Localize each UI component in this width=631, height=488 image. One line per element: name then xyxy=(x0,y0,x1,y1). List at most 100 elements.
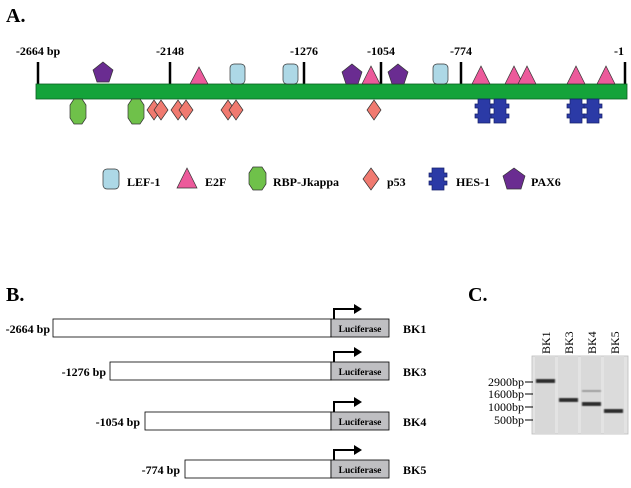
legend-label-rbp-jkappa: RBP-Jkappa xyxy=(273,175,339,189)
e2f-site xyxy=(566,65,586,85)
hes1-site xyxy=(474,98,494,124)
gel-image xyxy=(531,355,629,435)
marker-label-4: 500bp xyxy=(494,413,524,427)
marker-label-1: 2900bp xyxy=(488,375,524,389)
p53-site xyxy=(153,99,169,121)
hes1-sites xyxy=(474,98,603,124)
lef1-legend-icon xyxy=(102,168,120,190)
luciferase-box xyxy=(330,459,390,479)
position-ticks xyxy=(36,62,627,86)
gel-band-bk4 xyxy=(582,402,601,406)
promoter-segment xyxy=(109,361,332,381)
p53-site xyxy=(178,99,194,121)
e2f-site xyxy=(189,66,209,85)
pos-label-1: -2664 bp xyxy=(16,44,61,58)
lef1-site xyxy=(432,63,449,85)
construct-start-bk3: -1276 bp xyxy=(62,365,107,379)
e2f-site xyxy=(517,65,537,85)
rbp-jkappa-legend-icon xyxy=(248,166,267,191)
arrowhead-icon xyxy=(354,304,362,314)
upper-sites xyxy=(92,61,616,85)
luciferase-label: Luciferase xyxy=(339,418,382,428)
transcription-arrow-icon xyxy=(333,401,355,412)
luciferase-box xyxy=(330,411,390,431)
legend-label-hes1: HES-1 xyxy=(456,175,490,189)
hes1-site xyxy=(490,98,510,124)
pos-label-6: -1 xyxy=(614,44,624,58)
hes1-site xyxy=(566,98,586,124)
pos-label-5: -774 xyxy=(450,44,472,58)
construct-name-bk3: BK3 xyxy=(403,365,426,379)
luciferase-box xyxy=(330,361,390,381)
legend-label-p53: p53 xyxy=(387,175,406,189)
lef1-site xyxy=(229,63,246,85)
luciferase-label: Luciferase xyxy=(339,466,382,476)
construct-bk1: -2664 bp Luciferase BK1 xyxy=(6,304,426,338)
panel-c-label: C. xyxy=(468,284,487,306)
gel-band-faint xyxy=(582,390,601,392)
rbp-jkappa-site xyxy=(127,98,145,125)
construct-name-bk1: BK1 xyxy=(403,322,426,336)
lef1-site xyxy=(282,63,299,85)
lane-label-bk4: BK4 xyxy=(585,331,599,354)
p53-legend-icon xyxy=(362,167,380,191)
pax6-site xyxy=(387,63,409,85)
pax6-legend-icon xyxy=(502,167,526,190)
pax6-site xyxy=(92,61,114,83)
pax6-site xyxy=(341,63,363,85)
lane-label-bk3: BK3 xyxy=(562,331,576,354)
e2f-site xyxy=(361,65,381,85)
construct-bk5: -774 bp Luciferase BK5 xyxy=(142,445,426,479)
e2f-site xyxy=(471,65,491,85)
e2f-site xyxy=(504,65,524,85)
marker-label-2: 1600bp xyxy=(488,387,524,401)
legend-label-e2f: E2F xyxy=(205,175,226,189)
pos-label-3: -1276 xyxy=(290,44,318,58)
luciferase-label: Luciferase xyxy=(339,368,382,378)
arrowhead-icon xyxy=(354,397,362,407)
promoter-segment xyxy=(144,411,332,431)
pos-label-4: -1054 xyxy=(367,44,395,58)
legend: LEF-1 E2F RBP-Jkappa p53 HES-1 PAX6 xyxy=(102,166,561,191)
lane-shade xyxy=(535,356,555,434)
construct-start-bk5: -774 bp xyxy=(142,463,181,477)
luciferase-label: Luciferase xyxy=(339,325,382,335)
lane-shade xyxy=(558,356,578,434)
lower-sites xyxy=(69,98,382,125)
hes1-site xyxy=(583,98,603,124)
panel-a-label: A. xyxy=(6,5,25,27)
construct-name-bk5: BK5 xyxy=(403,463,426,477)
transcription-arrow-icon xyxy=(333,351,355,362)
lane-shade xyxy=(604,356,624,434)
promoter-bar xyxy=(35,83,628,100)
construct-start-bk1: -2664 bp xyxy=(6,322,51,336)
position-labels: -2664 bp -2148 -1276 -1054 -774 -1 xyxy=(16,44,624,58)
transcription-arrow-icon xyxy=(333,308,355,319)
gel-band-bk5 xyxy=(604,409,623,413)
lane-shade xyxy=(581,356,601,434)
marker-label-3: 1000bp xyxy=(488,400,524,414)
legend-label-lef1: LEF-1 xyxy=(127,175,160,189)
p53-site xyxy=(228,99,244,121)
rbp-jkappa-site xyxy=(69,98,87,125)
e2f-legend-icon xyxy=(176,167,198,189)
arrowhead-icon xyxy=(354,347,362,357)
arrowhead-icon xyxy=(354,445,362,455)
marker-ticks xyxy=(525,381,533,421)
transcription-arrow-icon xyxy=(333,449,355,460)
construct-bk3: -1276 bp Luciferase BK3 xyxy=(62,347,426,381)
pos-label-2: -2148 xyxy=(156,44,184,58)
luciferase-box xyxy=(330,318,390,338)
lane-labels: BK1 BK3 BK4 BK5 xyxy=(539,331,622,354)
e2f-site xyxy=(596,65,616,85)
p53-site xyxy=(366,99,382,121)
marker-labels: 2900bp 1600bp 1000bp 500bp xyxy=(488,375,524,427)
promoter-segment xyxy=(52,318,332,338)
panel-b-label: B. xyxy=(6,284,24,306)
promoter-segment xyxy=(184,459,332,479)
construct-name-bk4: BK4 xyxy=(403,415,426,429)
construct-bk4: -1054 bp Luciferase BK4 xyxy=(96,397,426,431)
construct-start-bk4: -1054 bp xyxy=(96,415,141,429)
gel-band-bk1 xyxy=(536,379,555,383)
